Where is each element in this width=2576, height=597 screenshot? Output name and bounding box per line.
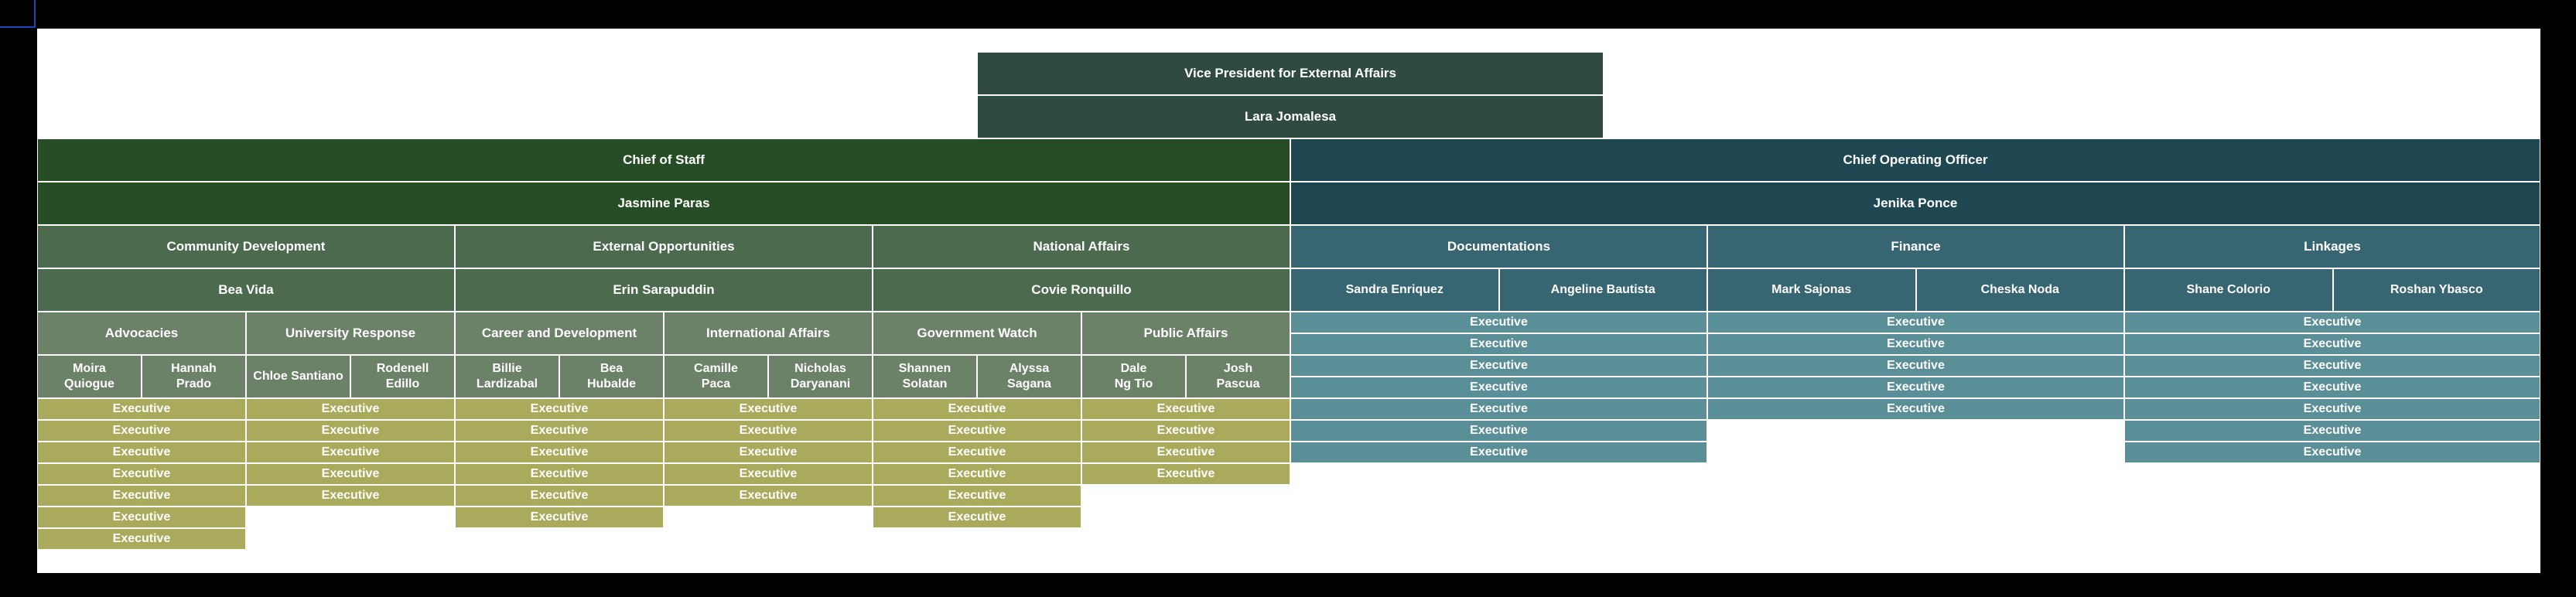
- coo-member: Mark Sajonas: [1707, 268, 1916, 312]
- executive-slot: Executive: [873, 507, 1081, 528]
- cos-member: Moira Quiogue: [37, 355, 142, 398]
- cos-dept-title: External Opportunities: [455, 225, 873, 268]
- coo-dept-title: Finance: [1707, 225, 2124, 268]
- executive-slot: Executive: [1081, 398, 1290, 420]
- cos-member: Shannen Solatan: [873, 355, 977, 398]
- cos-unit-title: Career and Development: [455, 312, 664, 355]
- executive-slot: Executive: [455, 485, 664, 507]
- cos-dept-title: Community Development: [37, 225, 455, 268]
- executive-slot: Executive: [246, 442, 455, 463]
- cos-dept-head: Covie Ronquillo: [873, 268, 1290, 312]
- cos-member: Dale Ng Tio: [1081, 355, 1186, 398]
- cos-member: Josh Pascua: [1186, 355, 1290, 398]
- coo-member: Cheska Noda: [1915, 268, 2124, 312]
- cos-name: Jasmine Paras: [37, 182, 1290, 225]
- executive-slot: Executive: [1290, 442, 1707, 463]
- coo-member: Sandra Enriquez: [1290, 268, 1499, 312]
- coo-title: Chief Operating Officer: [1290, 138, 2540, 182]
- executive-slot: Executive: [873, 442, 1081, 463]
- executive-slot: Executive: [1707, 312, 2124, 333]
- executive-slot: Executive: [1707, 398, 2124, 420]
- cos-unit-title: Government Watch: [873, 312, 1081, 355]
- cos-unit-title: Advocacies: [37, 312, 246, 355]
- executive-slot: Executive: [2124, 312, 2540, 333]
- executive-slot: Executive: [873, 420, 1081, 442]
- executive-slot: Executive: [1290, 312, 1707, 333]
- executive-slot: Executive: [664, 442, 873, 463]
- executive-slot: Executive: [455, 442, 664, 463]
- executive-slot: Executive: [37, 463, 246, 485]
- executive-slot: Executive: [37, 528, 246, 550]
- executive-slot: Executive: [1290, 420, 1707, 442]
- cos-dept-head: Erin Sarapuddin: [455, 268, 873, 312]
- executive-slot: Executive: [873, 485, 1081, 507]
- executive-slot: Executive: [1081, 463, 1290, 485]
- coo-dept-title: Documentations: [1290, 225, 1707, 268]
- executive-slot: Executive: [664, 398, 873, 420]
- executive-slot: Executive: [37, 420, 246, 442]
- coo-name: Jenika Ponce: [1290, 182, 2540, 225]
- executive-slot: Executive: [1290, 355, 1707, 377]
- cos-member: Bea Hubalde: [559, 355, 664, 398]
- executive-slot: Executive: [455, 463, 664, 485]
- executive-slot: Executive: [455, 420, 664, 442]
- executive-slot: Executive: [1707, 377, 2124, 398]
- executive-slot: Executive: [2124, 442, 2540, 463]
- executive-slot: Executive: [1290, 333, 1707, 355]
- selection-corner-marker: [0, 0, 36, 28]
- executive-slot: Executive: [1290, 377, 1707, 398]
- executive-slot: Executive: [246, 398, 455, 420]
- executive-slot: Executive: [37, 507, 246, 528]
- executive-slot: Executive: [1081, 442, 1290, 463]
- cos-member: Camille Paca: [664, 355, 768, 398]
- cos-member: Billie Lardizabal: [455, 355, 559, 398]
- executive-slot: Executive: [37, 398, 246, 420]
- org-chart-sheet: Vice President for External Affairs Lara…: [37, 29, 2540, 573]
- executive-slot: Executive: [664, 485, 873, 507]
- vp-title: Vice President for External Affairs: [977, 52, 1604, 95]
- cos-unit-title: International Affairs: [664, 312, 873, 355]
- executive-slot: Executive: [2124, 398, 2540, 420]
- executive-slot: Executive: [873, 398, 1081, 420]
- cos-unit-title: University Response: [246, 312, 455, 355]
- cos-member: Chloe Santiano: [246, 355, 350, 398]
- cos-member: Nicholas Daryanani: [768, 355, 873, 398]
- executive-slot: Executive: [37, 485, 246, 507]
- cos-dept-head: Bea Vida: [37, 268, 455, 312]
- coo-member: Shane Colorio: [2124, 268, 2333, 312]
- coo-member: Angeline Bautista: [1498, 268, 1707, 312]
- executive-slot: Executive: [455, 398, 664, 420]
- cos-dept-title: National Affairs: [873, 225, 1290, 268]
- vp-name: Lara Jomalesa: [977, 95, 1604, 138]
- cos-member: Alyssa Sagana: [977, 355, 1081, 398]
- executive-slot: Executive: [37, 442, 246, 463]
- executive-slot: Executive: [2124, 355, 2540, 377]
- executive-slot: Executive: [246, 463, 455, 485]
- executive-slot: Executive: [246, 420, 455, 442]
- coo-member: Roshan Ybasco: [2332, 268, 2540, 312]
- executive-slot: Executive: [1707, 355, 2124, 377]
- coo-dept-title: Linkages: [2124, 225, 2540, 268]
- executive-slot: Executive: [664, 463, 873, 485]
- executive-slot: Executive: [1290, 398, 1707, 420]
- executive-slot: Executive: [2124, 377, 2540, 398]
- cos-member: Rodenell Edillo: [350, 355, 455, 398]
- executive-slot: Executive: [246, 485, 455, 507]
- cos-member: Hannah Prado: [142, 355, 246, 398]
- executive-slot: Executive: [1081, 420, 1290, 442]
- executive-slot: Executive: [1707, 333, 2124, 355]
- executive-slot: Executive: [664, 420, 873, 442]
- executive-slot: Executive: [873, 463, 1081, 485]
- executive-slot: Executive: [2124, 333, 2540, 355]
- executive-slot: Executive: [455, 507, 664, 528]
- executive-slot: Executive: [2124, 420, 2540, 442]
- cos-title: Chief of Staff: [37, 138, 1290, 182]
- cos-unit-title: Public Affairs: [1081, 312, 1290, 355]
